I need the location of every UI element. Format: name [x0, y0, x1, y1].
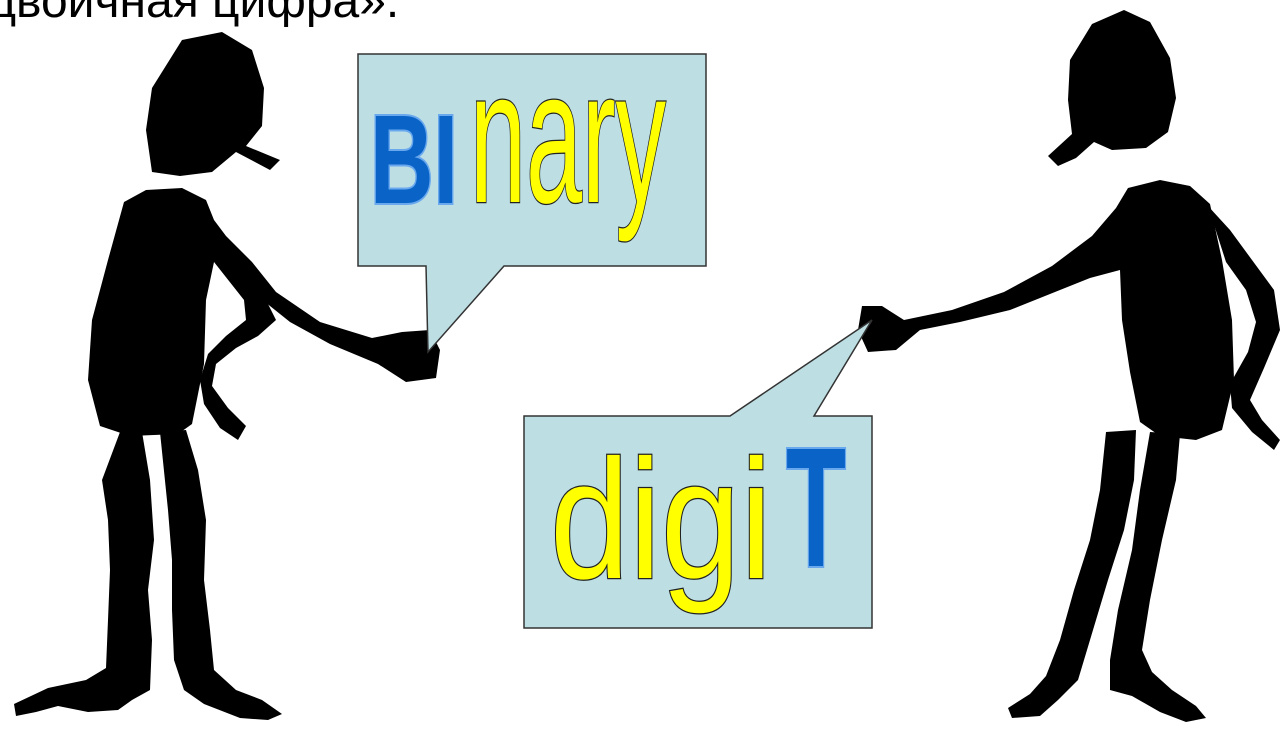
- binary-prefix-text: BI: [370, 89, 458, 230]
- digit-suffix-text: T: [786, 413, 846, 603]
- left-person-silhouette-icon: [14, 32, 440, 720]
- slide-caption: двоичная цифра».: [0, 0, 400, 28]
- right-person-silhouette-icon: [858, 10, 1280, 722]
- speech-bubble-digit: digi T: [523, 319, 873, 629]
- digit-prefix-text: digi: [550, 425, 772, 615]
- speech-bubble-binary: BI nary: [357, 30, 707, 354]
- binary-suffix-text: nary: [470, 31, 666, 243]
